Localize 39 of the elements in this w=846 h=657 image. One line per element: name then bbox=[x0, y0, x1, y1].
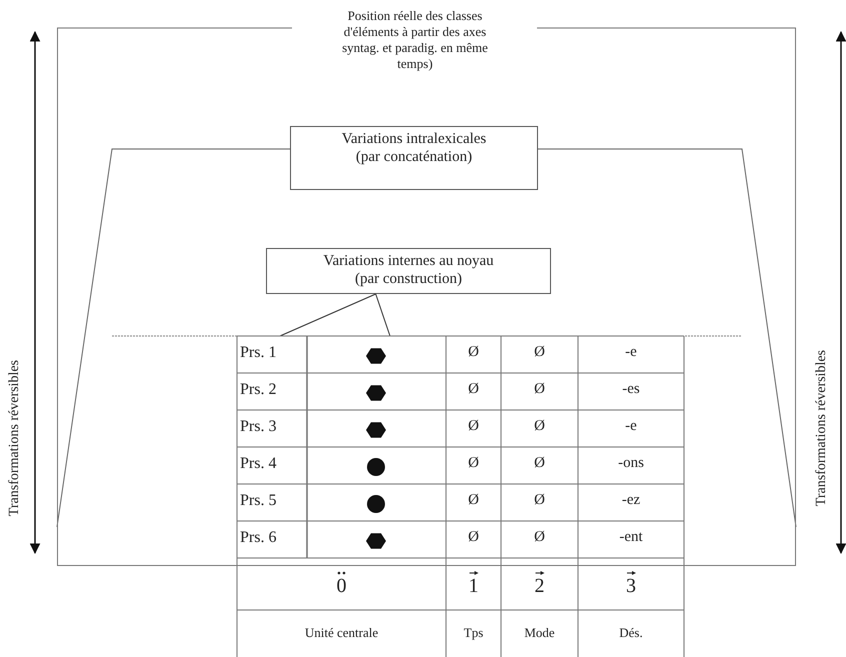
vector-symbol: 2 bbox=[534, 574, 546, 598]
column-header: Tps bbox=[462, 624, 484, 641]
null-symbol: Ø bbox=[533, 418, 546, 435]
person-label: Prs. 2 bbox=[240, 381, 278, 398]
ending-text: -e bbox=[624, 418, 638, 435]
null-symbol: Ø bbox=[533, 455, 546, 472]
person-label: Prs. 5 bbox=[240, 492, 278, 509]
null-symbol: Ø bbox=[467, 381, 480, 398]
ending-text: -e bbox=[624, 344, 638, 361]
null-symbol: Ø bbox=[533, 344, 546, 361]
ending-text: -ons bbox=[617, 455, 645, 472]
person-label: Prs. 6 bbox=[240, 529, 278, 546]
text-box: Variations intralexicales (par concaténation) bbox=[290, 126, 538, 190]
person-label: Prs. 4 bbox=[240, 455, 278, 472]
null-symbol: Ø bbox=[467, 418, 480, 435]
null-symbol: Ø bbox=[467, 344, 480, 361]
ending-text: -es bbox=[621, 381, 641, 398]
person-label: Prs. 1 bbox=[240, 344, 278, 361]
column-header: Dés. bbox=[618, 624, 644, 641]
ending-text: -ent bbox=[618, 529, 644, 546]
null-symbol: Ø bbox=[467, 529, 480, 546]
vector-symbol: 0 bbox=[336, 574, 348, 598]
null-symbol: Ø bbox=[533, 381, 546, 398]
ending-text: -ez bbox=[620, 492, 642, 509]
column-header: Unité centrale bbox=[304, 624, 380, 641]
null-symbol: Ø bbox=[533, 529, 546, 546]
side-label: Transformations réversibles bbox=[813, 350, 830, 506]
null-symbol: Ø bbox=[467, 455, 480, 472]
null-symbol: Ø bbox=[533, 492, 546, 509]
leader-line bbox=[375, 294, 390, 336]
column-header: Mode bbox=[523, 624, 556, 641]
text-box: Variations internes au noyau (par construction) bbox=[266, 248, 551, 294]
frame-heading: Position réelle des classes d'éléments à partir des axes syntag. et paradig. en même temps) bbox=[341, 8, 489, 72]
side-label: Transformations réversibles bbox=[6, 360, 23, 516]
leader-line bbox=[280, 294, 376, 336]
vector-symbol: 3 bbox=[625, 574, 637, 598]
null-symbol: Ø bbox=[467, 492, 480, 509]
vector-symbol: 1 bbox=[468, 574, 480, 598]
person-label: Prs. 3 bbox=[240, 418, 278, 435]
